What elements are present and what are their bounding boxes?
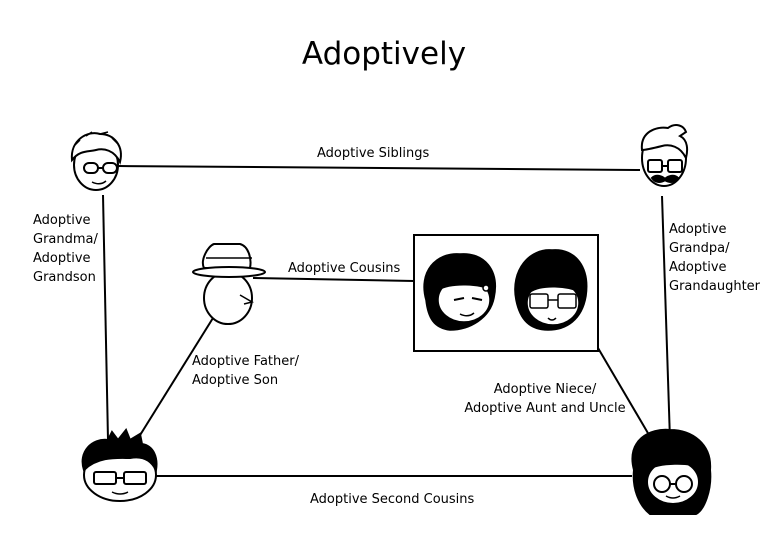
- label-line: Adoptive: [33, 213, 91, 228]
- label-second-cousins: Adoptive Second Cousins: [310, 492, 475, 507]
- grandma-glasses-face-icon: [70, 131, 122, 191]
- label-line: Adoptive Father/: [192, 354, 299, 369]
- label-line: Adoptive Aunt and Uncle: [464, 401, 626, 416]
- label-grandma-grandson: Adoptive Grandma/ Adoptive Grandson: [33, 211, 98, 287]
- label-line: Adoptive: [669, 260, 727, 275]
- label-line: Grandpa/: [669, 241, 730, 256]
- aunt-uncle-picture: [413, 234, 599, 352]
- label-adoptive-siblings: Adoptive Siblings: [317, 146, 430, 161]
- fedora-face-icon: [192, 243, 266, 325]
- label-line: Adoptive: [33, 251, 91, 266]
- label-father-son: Adoptive Father/ Adoptive Son: [192, 352, 299, 390]
- diagram-title: Adoptively: [301, 36, 467, 72]
- label-line: Adoptive: [669, 222, 727, 237]
- label-line: Grandaughter: [669, 279, 761, 294]
- line-left: [102, 194, 109, 441]
- portrait-left-icon: [423, 253, 496, 331]
- portrait-right-icon: [514, 249, 588, 331]
- label-grandpa-granddaughter: Adoptive Grandpa/ Adoptive Grandaughter: [669, 220, 760, 296]
- label-line: Grandson: [33, 270, 96, 285]
- line-father-son: [136, 317, 214, 441]
- line-top: [117, 165, 641, 171]
- label-line: Adoptive Niece/: [493, 382, 597, 397]
- grandpa-mustache-glasses-face-icon: [640, 124, 689, 187]
- son-spiky-hair-glasses-face-icon: [81, 428, 158, 502]
- label-adoptive-cousins: Adoptive Cousins: [288, 261, 401, 276]
- label-line: Grandma/: [33, 232, 98, 247]
- granddaughter-round-glasses-face-icon: [631, 428, 712, 515]
- label-line: Adoptive Son: [192, 373, 279, 388]
- line-right: [661, 195, 671, 441]
- line-cousins: [252, 277, 415, 282]
- label-niece-aunt-uncle: Adoptive Niece/ Adoptive Aunt and Uncle: [464, 380, 626, 418]
- line-niece-aunt: [597, 347, 653, 441]
